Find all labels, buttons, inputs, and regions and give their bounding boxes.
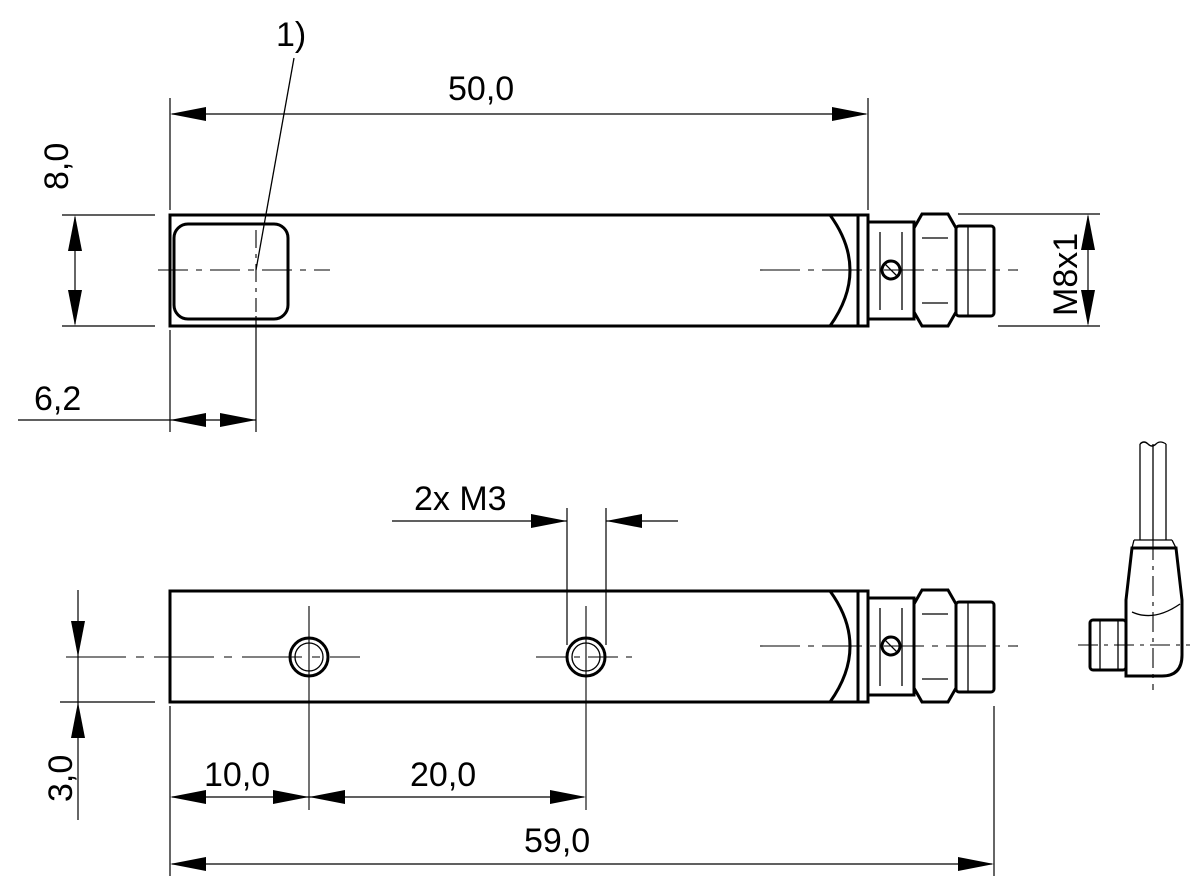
dim-hole-first-label: 10,0 xyxy=(204,756,270,794)
connector-side xyxy=(866,588,996,704)
dim-thread: M8x1 xyxy=(958,213,1100,327)
dim-length-total-label: 59,0 xyxy=(524,822,590,860)
dim-mount-holes-label: 2x M3 xyxy=(414,480,507,518)
dim-height: 8,0 xyxy=(38,143,155,327)
body-chamfer-side xyxy=(827,589,870,704)
dim-hole-pitch-label: 20,0 xyxy=(410,756,476,794)
dim-height-label: 8,0 xyxy=(38,143,76,190)
dim-thread-label: M8x1 xyxy=(1047,233,1085,316)
dim-face-offset: 6,2 xyxy=(18,316,257,432)
dim-length-top-label: 50,0 xyxy=(448,70,514,108)
top-view: 1) 50,0 8,0 M8x1 xyxy=(18,16,1100,432)
sensor-body-side xyxy=(168,589,860,704)
body-chamfer xyxy=(827,213,870,328)
dim-hole-height: 3,0 xyxy=(42,590,155,820)
note-leader xyxy=(255,57,295,271)
angled-connector-detail xyxy=(1078,441,1190,690)
dim-face-offset-label: 6,2 xyxy=(34,380,81,418)
side-view: 2x M3 3,0 10,0 20,0 59,0 xyxy=(42,480,1018,876)
connector-top xyxy=(866,212,996,328)
sensing-face xyxy=(172,222,290,321)
dim-mount-holes: 2x M3 xyxy=(392,480,678,645)
dim-hole-height-label: 3,0 xyxy=(42,755,80,802)
dim-hole-positions: 10,0 20,0 xyxy=(169,706,586,876)
dim-length-total: 59,0 xyxy=(170,706,995,876)
note-marker: 1) xyxy=(276,16,306,54)
dim-length-top: 50,0 xyxy=(169,70,869,210)
